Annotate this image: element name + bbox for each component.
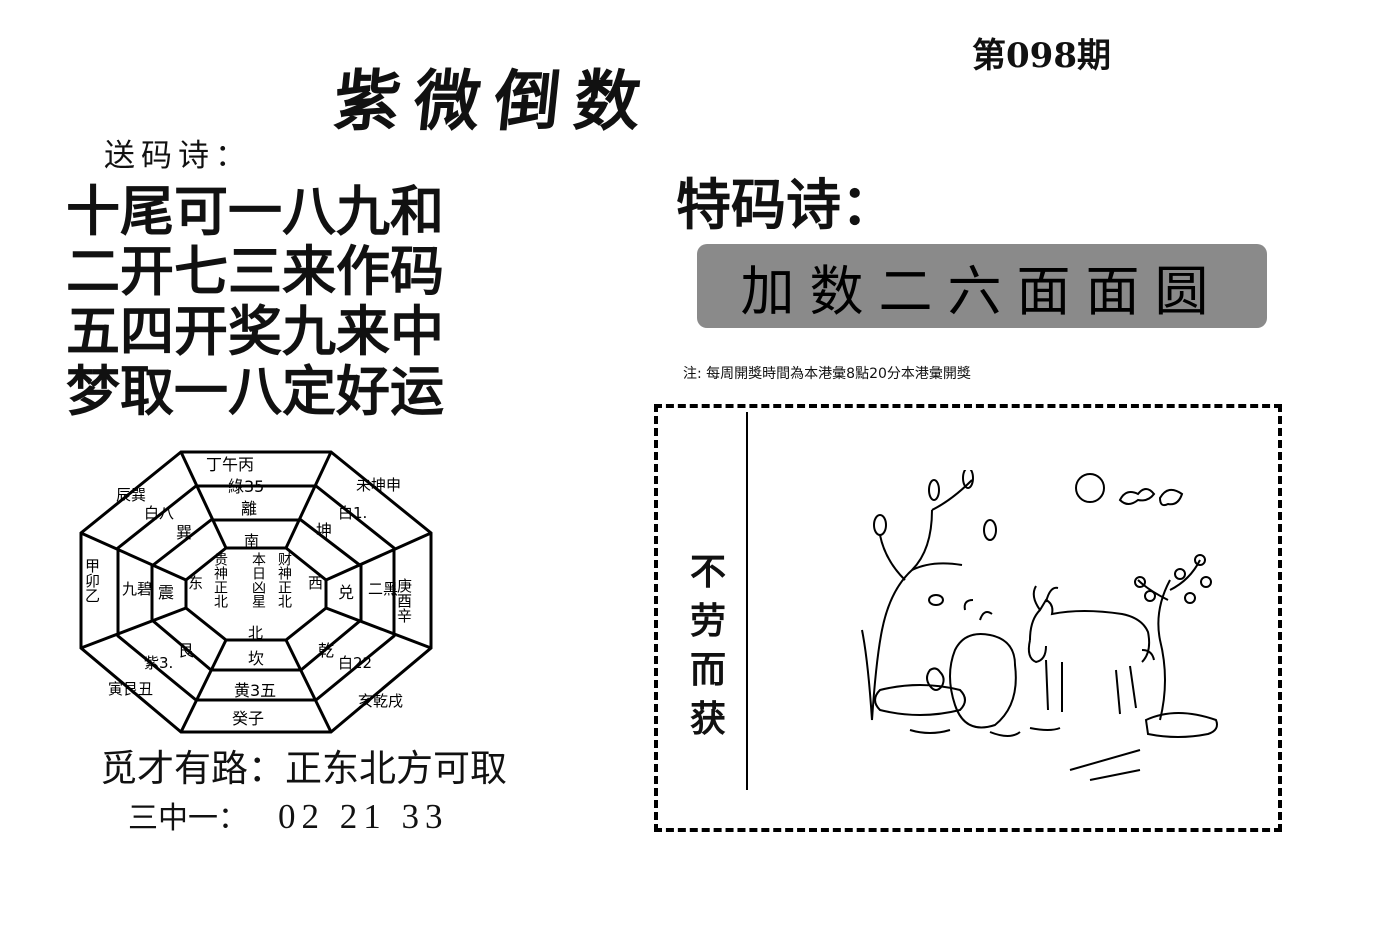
direction-northeast: 寅艮丑 [108, 680, 153, 698]
ground-icon [909, 727, 1061, 737]
direction-north: 癸子 [232, 709, 264, 728]
direction-east: 甲卯乙 [83, 558, 101, 603]
star-southeast: 白八 [144, 504, 174, 522]
center-col-mid: 本日凶星 [250, 552, 266, 608]
frame-divider [746, 412, 748, 790]
direction-southwest: 未坤申 [356, 476, 401, 494]
page-title: 紫微倒数 [330, 62, 659, 140]
star-west: 二黑 [368, 580, 398, 598]
goat-icon [1027, 585, 1155, 715]
center-col-left: 贵神正北 [212, 552, 228, 609]
trigram-northeast: 艮 [178, 641, 194, 660]
star-east: 九碧 [122, 580, 152, 598]
proverb-char: 不 [690, 551, 727, 593]
proverb-char: 劳 [690, 600, 727, 642]
direction-northwest: 亥乾戌 [358, 692, 403, 710]
proverb-char: 而 [690, 649, 727, 691]
trigram-southwest: 坤 [316, 521, 332, 540]
direction-southeast: 辰巽 [116, 486, 146, 504]
special-poem-box: 加数二六面面圆 [697, 244, 1267, 328]
send-poem: 十尾可一八九和 二开七三来作码 五四开奖九来中 梦取一八定好运 [66, 182, 444, 422]
star-south: 綠35 [228, 477, 264, 496]
center-west: 西 [308, 574, 323, 592]
poem-line: 五四开奖九来中 [66, 300, 444, 363]
picture-frame [654, 404, 1282, 832]
issue-number: 第098期 [972, 36, 1111, 76]
branch-icon [1069, 749, 1141, 781]
rock-icon [874, 599, 1017, 729]
direction-south: 丁午丙 [206, 455, 254, 474]
trigram-southeast: 巽 [176, 523, 192, 542]
fortune-path: 觅才有路：正东北方可取 [100, 747, 507, 790]
trigram-northwest: 乾 [318, 641, 334, 660]
center-col-right: 财神正北 [276, 552, 292, 609]
trigram-south: 離 [241, 499, 257, 518]
center-south: 南 [244, 532, 259, 550]
three-in-one-label: 三中一： [128, 801, 248, 836]
poem-line: 十尾可一八九和 [66, 180, 444, 243]
bagua-diagram: 南 西 东 北 贵神正北 本日凶星 财神正北 離 坤 兑 乾 坎 艮 震 巽 綠… [79, 450, 433, 734]
poem-line: 二开七三来作码 [66, 240, 444, 303]
poem-line: 梦取一八定好运 [66, 360, 444, 423]
center-north: 北 [248, 624, 263, 642]
moon-icon [1075, 473, 1105, 503]
trigram-north: 坎 [248, 649, 264, 668]
goat-illustration [861, 470, 1218, 781]
draw-time-note: 注: 每周開獎時間為本港彙8點20分本港彙開獎 [683, 366, 971, 382]
trigram-east: 震 [158, 583, 174, 602]
gourd-icon [926, 667, 945, 691]
left-tree-icon [861, 470, 997, 721]
center-east: 东 [188, 574, 203, 592]
three-in-one: 三中一： 02 21 33 [128, 793, 449, 837]
cloud-icon [1158, 488, 1184, 507]
right-tree-icon [1134, 554, 1218, 738]
special-poem-text: 加数二六面面圆 [740, 259, 1224, 323]
cloud-icon [1118, 488, 1156, 505]
direction-west: 庚酉辛 [395, 578, 413, 623]
star-southwest: 白1. [338, 504, 367, 522]
three-in-one-numbers: 02 21 33 [278, 797, 449, 836]
send-poem-label: 送码诗： [104, 138, 252, 174]
proverb-char: 获 [690, 698, 727, 740]
star-northeast: 紫3. [144, 654, 173, 672]
star-northwest: 白22 [338, 654, 372, 672]
special-poem-label: 特码诗： [676, 173, 897, 237]
proverb: 不 劳 而 获 [690, 548, 726, 744]
trigram-west: 兑 [338, 583, 354, 602]
star-north: 黄3五 [234, 681, 276, 700]
